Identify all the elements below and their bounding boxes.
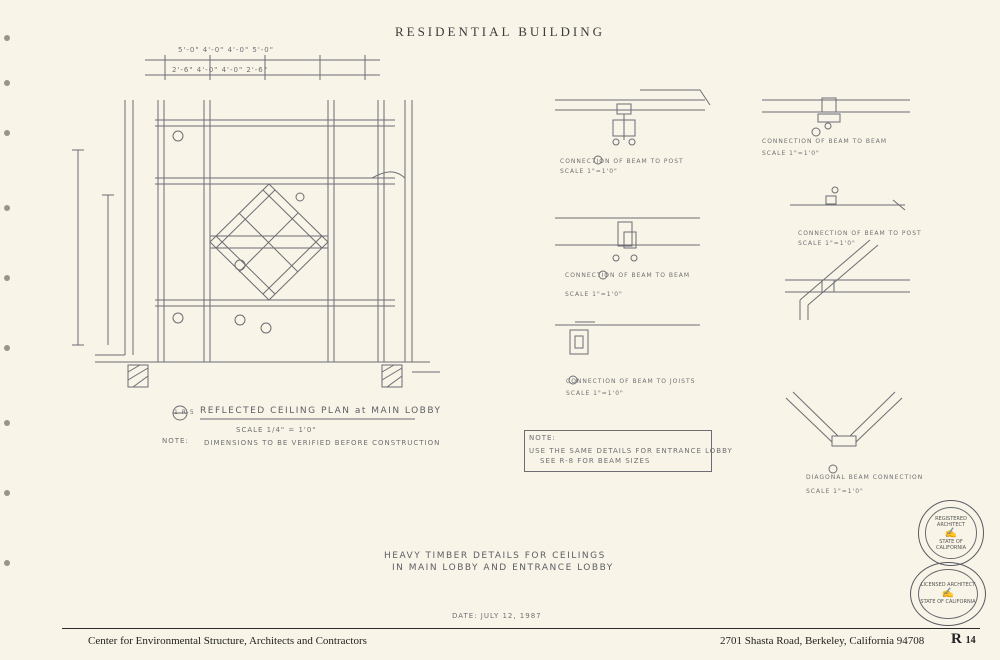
punch-hole [4,35,10,41]
plan-detail-ref: 1 R-5 [174,409,195,416]
detail-caption: CONNECTION OF BEAM TO BEAM [762,138,888,145]
firm-address: 2701 Shasta Road, Berkeley, California 9… [720,635,925,647]
punch-hole [4,275,10,281]
seal-text: REGISTERED ARCHITECT [935,515,967,528]
punch-hole [4,420,10,426]
detail-scale: SCALE 1"=1'0" [798,240,856,247]
sheet-number: R 14 [951,631,976,648]
detail-caption: CONNECTION OF BEAM TO BEAM [565,272,691,279]
detail-caption: CONNECTION OF BEAM TO POST [560,158,684,165]
detail-caption: DIAGONAL BEAM CONNECTION [806,474,924,481]
note-box-text: SEE R-8 FOR BEAM SIZES [540,457,651,465]
detail-scale: SCALE 1"=1'0" [565,291,623,298]
plan-title: REFLECTED CEILING PLAN at MAIN LOBBY [200,406,442,416]
plan-note-label: NOTE: [162,437,189,445]
sheet-number-value: 14 [965,635,976,646]
punch-hole [4,130,10,136]
sheet-title: RESIDENTIAL BUILDING [394,24,606,39]
detail-caption: CONNECTION OF BEAM TO POST [798,230,922,237]
punch-hole [4,490,10,496]
note-box-label: NOTE: [529,434,556,442]
detail-scale: SCALE 1"=1'0" [806,488,864,495]
sheet-letter: R [951,631,962,647]
detail-scale: SCALE 1"=1'0" [762,150,820,157]
title-block: Center for Environmental Structure, Arch… [0,628,1000,656]
center-caption-line2: IN MAIN LOBBY AND ENTRANCE LOBBY [392,563,614,573]
punch-hole [4,80,10,86]
seal-signature: ✍ [944,527,958,539]
firm-name: Center for Environmental Structure, Arch… [88,635,367,647]
license-seal: LICENSED ARCHITECT ✍ STATE OF CALIFORNIA [910,562,986,626]
center-caption-line1: HEAVY TIMBER DETAILS FOR CEILINGS [384,551,606,561]
plan-scale: SCALE 1/4" = 1'0" [236,426,317,434]
footer-rule [62,628,980,629]
note-box-text: USE THE SAME DETAILS FOR ENTRANCE LOBBY [529,447,733,455]
seal-signature: ✍ [941,588,955,600]
detail-scale: SCALE 1"=1'0" [566,390,624,397]
dim-label: 2'-6" 4'-0" 4'-0" 2'-6" [172,66,268,74]
architect-seal: REGISTERED ARCHITECT ✍ STATE OF CALIFORN… [918,500,984,566]
note-box [524,430,712,472]
drawing-date: DATE: JULY 12, 1987 [452,612,542,620]
punch-hole [4,205,10,211]
punch-hole [4,560,10,566]
seal-text: LICENSED ARCHITECT [920,582,976,589]
detail-scale: SCALE 1"=1'0" [560,168,618,175]
plan-note-text: DIMENSIONS TO BE VERIFIED BEFORE CONSTRU… [204,439,441,447]
detail-caption: CONNECTION OF BEAM TO JOISTS [566,378,696,385]
punch-hole [4,345,10,351]
seal-text: STATE OF CALIFORNIA [935,538,967,551]
dim-label: 5'-0" 4'-0" 4'-0" 5'-0" [178,46,274,54]
seal-text: STATE OF CALIFORNIA [920,599,976,606]
